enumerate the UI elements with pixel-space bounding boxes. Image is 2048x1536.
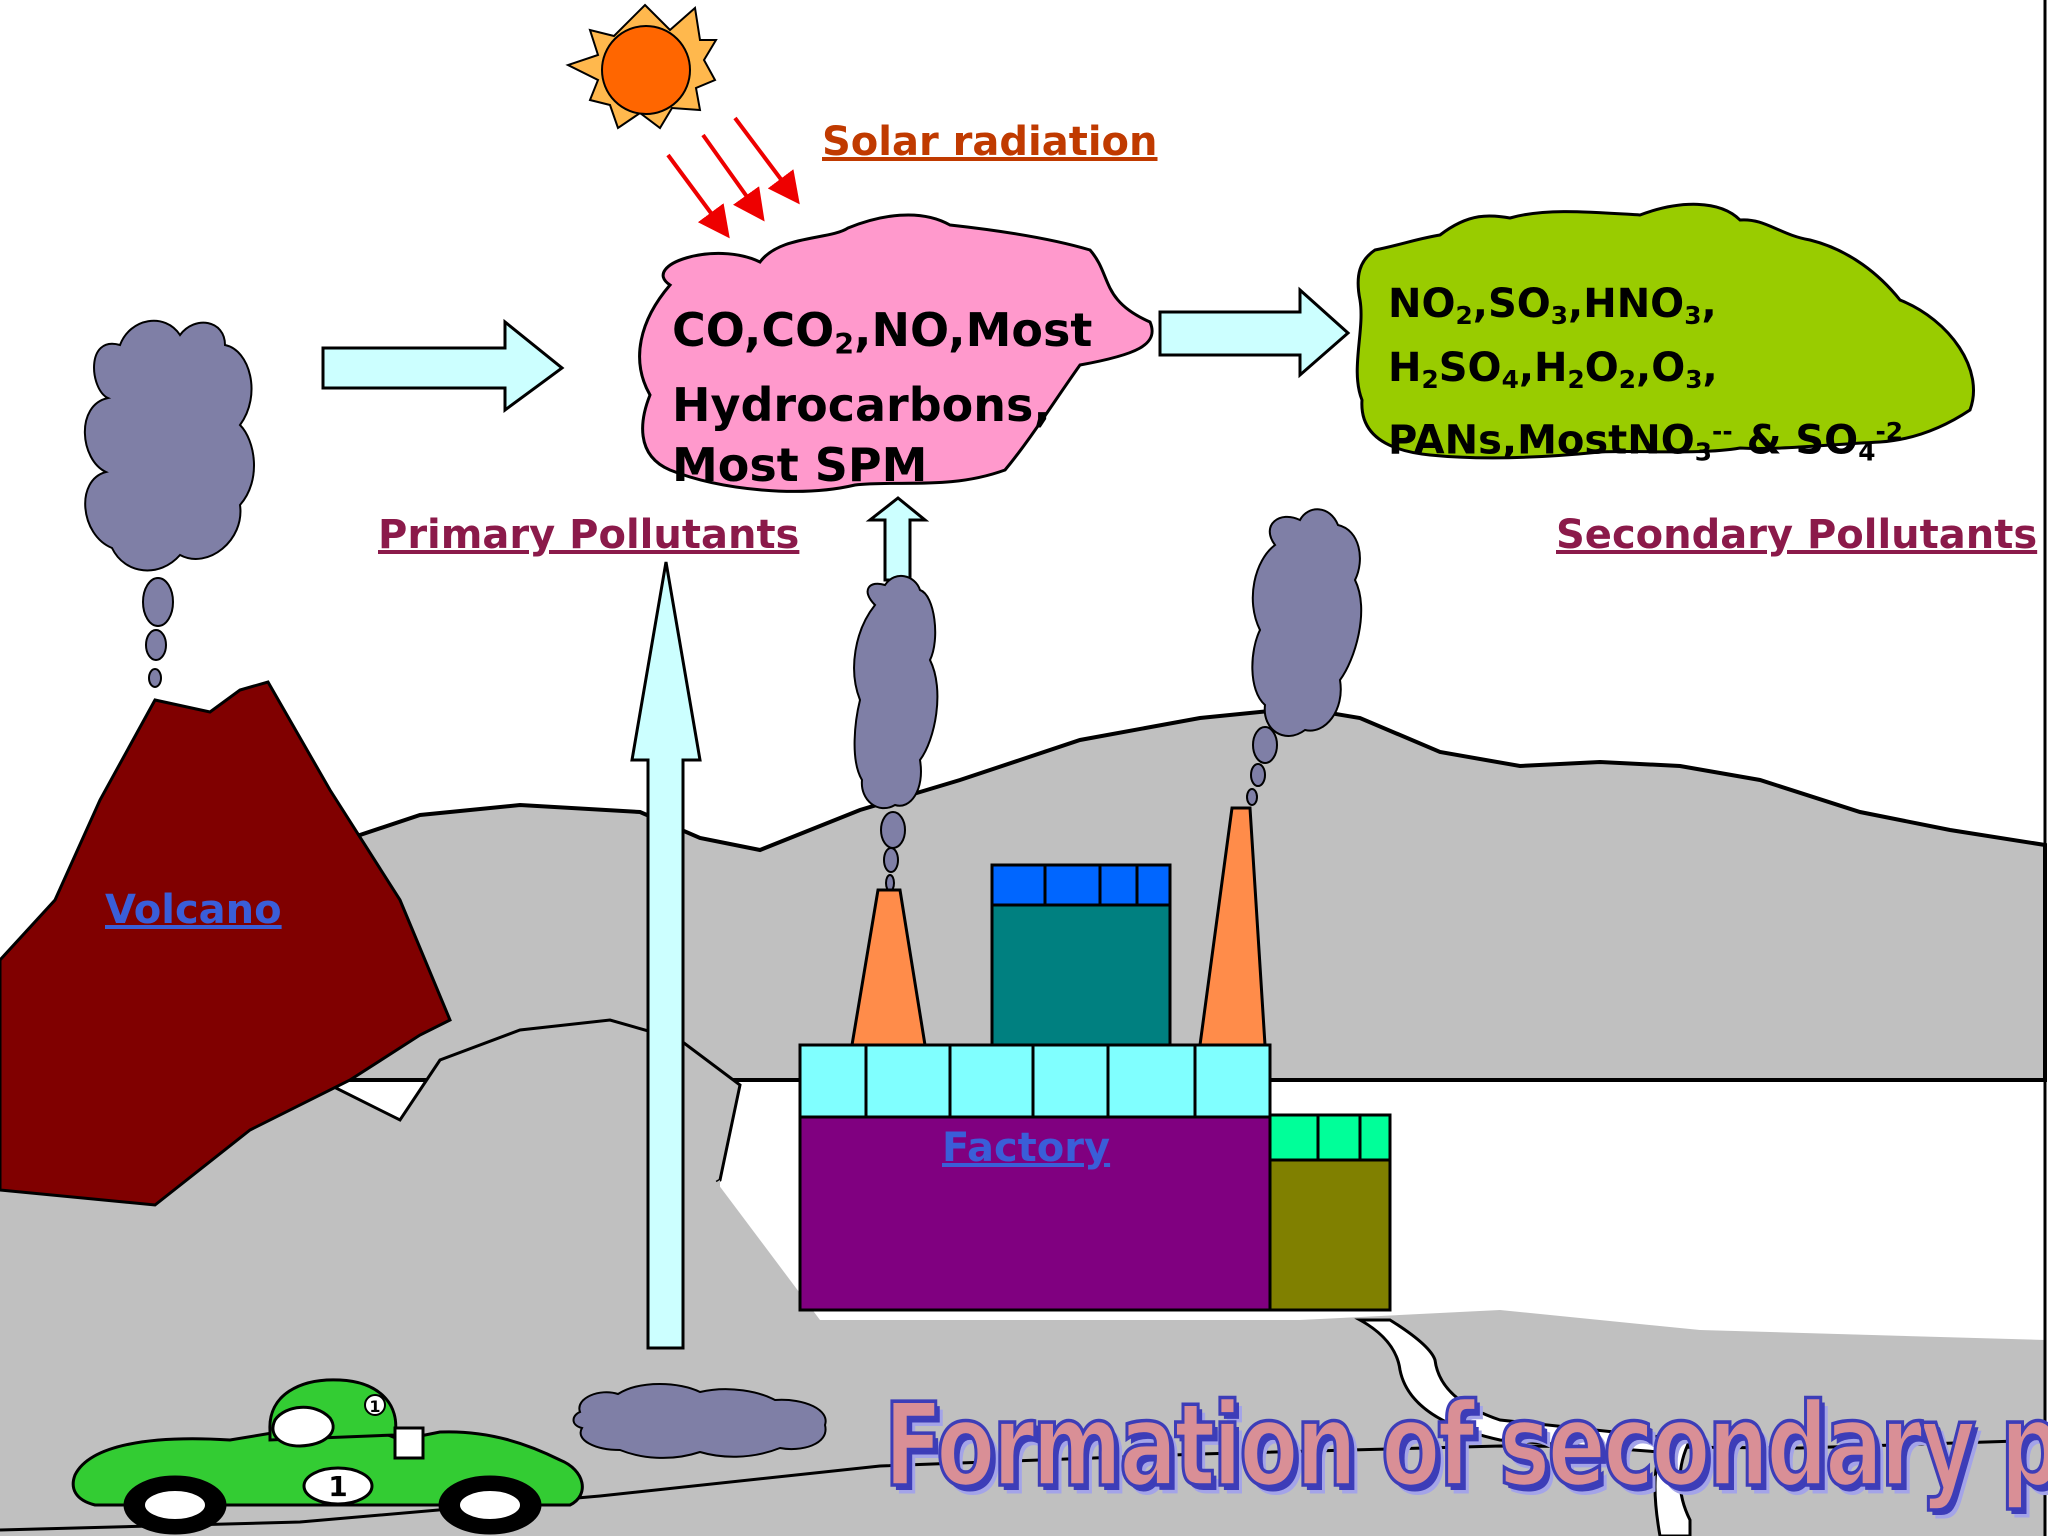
secondary-line-1: NO2,SO3,HNO3, <box>1388 281 1717 330</box>
factory-label: Factory <box>942 1125 1111 1171</box>
primary-pollutants-label: Primary Pollutants <box>378 512 800 558</box>
race-car: 1 1 <box>71 1378 584 1535</box>
sun-icon <box>565 3 718 130</box>
factory-band <box>798 1043 1272 1119</box>
diagram-title: Formation of secondary pollutents <box>882 1378 2048 1513</box>
secondary-pollutant-list: NO2,SO3,HNO3, H2SO4,H2O2,O3, PANs,MostNO… <box>1388 278 1903 478</box>
arrow-volcano-to-primary <box>321 318 565 413</box>
helmet-badge-circle <box>364 1394 386 1416</box>
primary-pollutant-list: CO,CO2,NO,Most Hydrocarbons, Most SPM <box>672 300 1092 495</box>
primary-cloud <box>638 213 1154 493</box>
solar-radiation-label: Solar radiation <box>822 119 1158 165</box>
arrow-car-to-primary <box>630 561 702 1350</box>
secondary-line-2: H2SO4,H2O2,O3, <box>1388 344 1718 394</box>
factory-annex <box>1268 1158 1392 1312</box>
volcano-smoke <box>83 319 255 688</box>
car-exhaust-smoke <box>572 1383 827 1459</box>
primary-line-3: Most SPM <box>672 437 928 492</box>
factory-tower <box>990 903 1172 1047</box>
volcano <box>0 680 452 1207</box>
chimney-smoke-left <box>853 575 939 892</box>
secondary-pollutants-label: Secondary Pollutants <box>1556 512 2038 558</box>
secondary-line-3: PANs,MostNO3-- & SO4-2 <box>1388 416 1903 467</box>
helmet-number: 1 <box>369 1397 380 1416</box>
driver-face <box>271 1405 335 1448</box>
arrow-primary-to-secondary <box>1158 286 1351 379</box>
chimney-smoke-right <box>1246 508 1363 806</box>
arrow-factory-to-primary <box>865 496 930 582</box>
solar-rays <box>666 116 800 239</box>
car-number: 1 <box>328 1470 347 1503</box>
volcano-label: Volcano <box>105 887 282 933</box>
factory-tower-top <box>990 863 1172 907</box>
secondary-cloud <box>1355 202 1975 460</box>
primary-line-2: Hydrocarbons, <box>672 377 1051 432</box>
factory <box>798 806 1392 1312</box>
factory-body <box>798 1113 1272 1312</box>
factory-annex-top <box>1268 1113 1392 1162</box>
car-number-badge <box>302 1466 374 1506</box>
helmet-visor <box>393 1426 425 1460</box>
primary-line-1: CO,CO2,NO,Most <box>672 303 1093 361</box>
ground-line <box>0 1438 2048 1532</box>
